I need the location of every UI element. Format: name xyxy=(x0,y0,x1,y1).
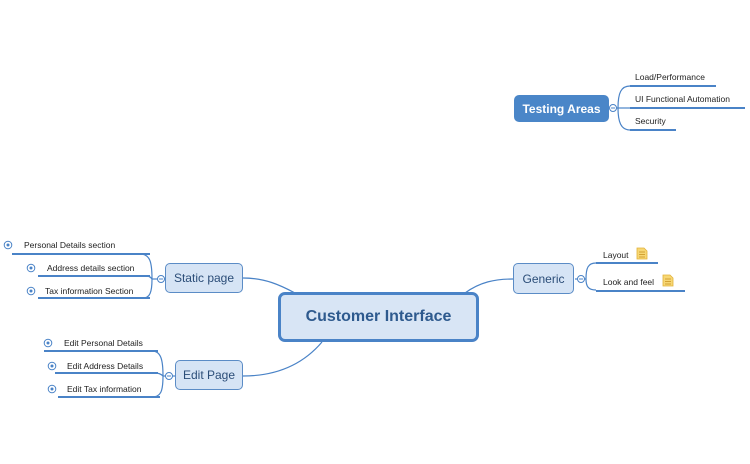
subtopic-edit-address-details[interactable]: Edit Address Details xyxy=(67,361,144,371)
static-page-label: Static page xyxy=(173,271,235,285)
central-topic-label: Customer Interface xyxy=(305,308,452,325)
subtopic-tax-information-section[interactable]: Tax information Section xyxy=(45,286,134,296)
connector-testing-1 xyxy=(617,85,631,109)
connector-generic-2 xyxy=(585,278,597,291)
testing-areas-topic[interactable]: Testing Areas xyxy=(514,95,609,122)
connector-generic-1 xyxy=(585,262,597,280)
connector-edit-3 xyxy=(151,375,164,398)
connector-central-static xyxy=(242,277,296,294)
subtopic-edit-personal-details[interactable]: Edit Personal Details xyxy=(64,338,143,348)
subtopic-security[interactable]: Security xyxy=(635,116,666,126)
generic-topic[interactable]: Generic xyxy=(513,263,574,294)
connector-central-generic xyxy=(464,278,514,294)
subtopic-personal-details-section[interactable]: Personal Details section xyxy=(24,240,116,250)
edit-page-topic[interactable]: Edit Page xyxy=(175,360,243,390)
central-topic[interactable]: Customer Interface xyxy=(278,292,479,342)
static-page-topic[interactable]: Static page xyxy=(165,263,243,293)
subtopic-edit-tax-information[interactable]: Edit Tax information xyxy=(67,384,142,394)
note-icon[interactable] xyxy=(662,274,674,287)
connector-testing-3 xyxy=(617,107,631,131)
subtopic-look-and-feel[interactable]: Look and feel xyxy=(603,277,655,287)
subtopic-address-details-section[interactable]: Address details section xyxy=(47,263,135,273)
note-icon[interactable] xyxy=(636,247,648,260)
generic-label: Generic xyxy=(522,271,565,286)
subtopic-layout[interactable]: Layout xyxy=(603,250,629,260)
subtopic-load-performance[interactable]: Load/Performance xyxy=(635,72,705,82)
subtopic-ui-functional-automation[interactable]: UI Functional Automation xyxy=(635,94,730,104)
connector-central-edit xyxy=(242,341,323,377)
edit-page-label: Edit Page xyxy=(182,368,236,382)
testing-areas-label: Testing Areas xyxy=(522,101,601,116)
connector-static-3 xyxy=(142,278,153,299)
